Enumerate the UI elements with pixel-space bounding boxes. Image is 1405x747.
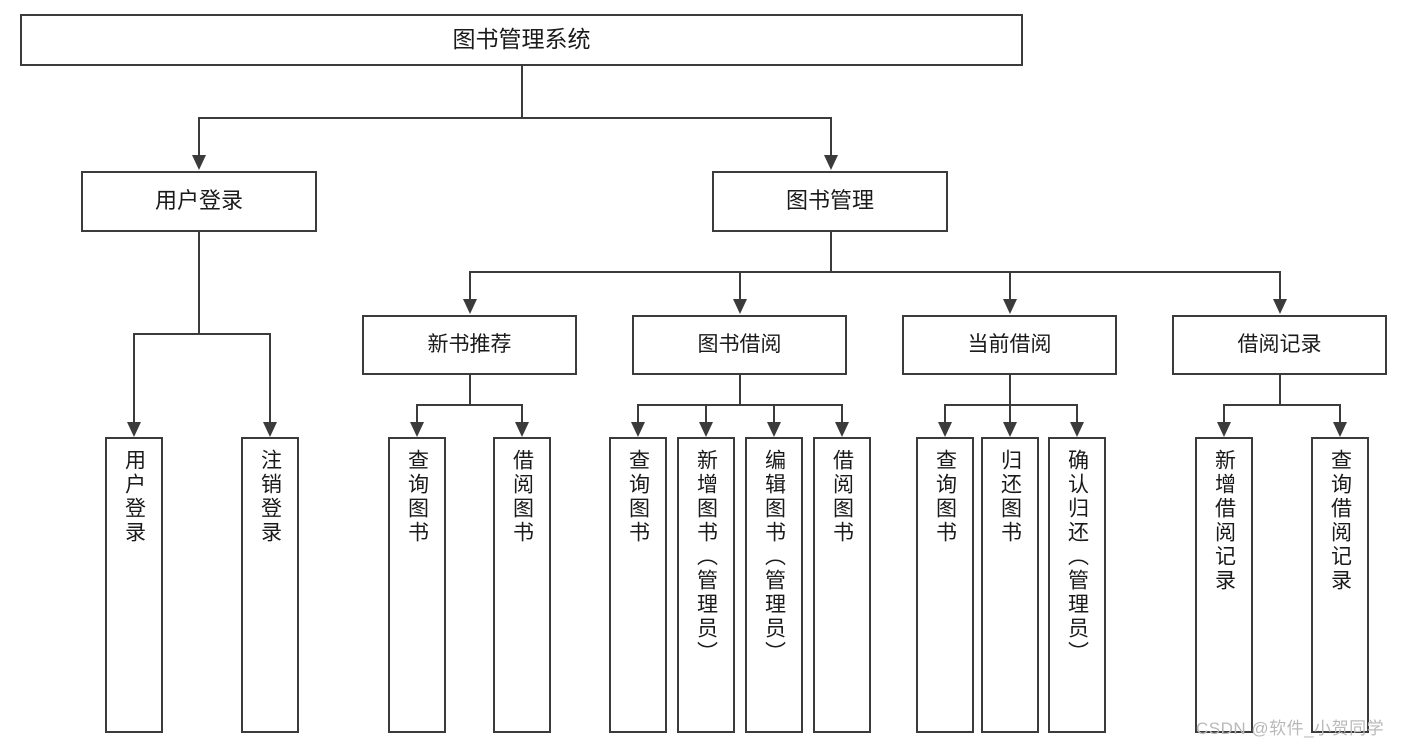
connector-current-borrow-bus bbox=[944, 404, 1078, 406]
node-label: 确认归还（管理员） bbox=[1065, 449, 1089, 665]
connector-bb-to-leaf-1 bbox=[637, 404, 639, 423]
node-label: 借阅记录 bbox=[1237, 333, 1322, 357]
node-label: 用户登录 bbox=[122, 449, 146, 545]
leaf-logout[interactable]: 注销登录 bbox=[241, 437, 299, 733]
connector-borrow-record-bus bbox=[1223, 404, 1341, 406]
connector-new-book-trunk bbox=[469, 375, 471, 405]
arrow-to-new-book-recommend bbox=[463, 299, 477, 314]
node-label: 新增图书（管理员） bbox=[694, 449, 718, 665]
connector-book-borrow-trunk bbox=[739, 375, 741, 405]
arrow-to-leaf-query-book-cb bbox=[938, 422, 952, 437]
connector-bm-to-current-borrow bbox=[1009, 271, 1011, 300]
connector-br-to-leaf-1 bbox=[1223, 404, 1225, 423]
leaf-add-borrow-record[interactable]: 新增借阅记录 bbox=[1195, 437, 1253, 733]
arrow-to-book-management bbox=[824, 155, 838, 170]
leaf-confirm-return-admin[interactable]: 确认归还（管理员） bbox=[1048, 437, 1106, 733]
arrow-to-leaf-user-login bbox=[127, 422, 141, 437]
leaf-query-book-current[interactable]: 查询图书 bbox=[916, 437, 974, 733]
node-label: 图书借阅 bbox=[697, 333, 782, 357]
connector-cb-to-leaf-3 bbox=[1076, 404, 1078, 423]
connector-br-to-leaf-2 bbox=[1339, 404, 1341, 423]
node-user-login[interactable]: 用户登录 bbox=[81, 171, 317, 232]
node-label: 查询图书 bbox=[405, 449, 429, 545]
node-label: 借阅图书 bbox=[830, 449, 854, 545]
connector-book-borrow-bus bbox=[637, 404, 843, 406]
connector-cb-to-leaf-1 bbox=[944, 404, 946, 423]
node-label: 图书管理系统 bbox=[452, 26, 591, 53]
connector-bb-to-leaf-2 bbox=[705, 404, 707, 423]
node-label: 借阅图书 bbox=[510, 449, 534, 545]
connector-root-bus bbox=[198, 117, 832, 119]
node-label: 查询借阅记录 bbox=[1328, 449, 1352, 593]
node-label: 注销登录 bbox=[258, 449, 282, 545]
arrow-to-leaf-borrow-book-nb bbox=[515, 422, 529, 437]
connector-nb-to-leaf-2 bbox=[521, 404, 523, 423]
leaf-edit-book-admin[interactable]: 编辑图书（管理员） bbox=[745, 437, 803, 733]
connector-user-login-to-leaf-1 bbox=[133, 333, 135, 423]
arrow-to-leaf-add-record bbox=[1217, 422, 1231, 437]
arrow-to-current-borrow bbox=[1003, 299, 1017, 314]
leaf-borrow-book[interactable]: 借阅图书 bbox=[813, 437, 871, 733]
leaf-add-book-admin[interactable]: 新增图书（管理员） bbox=[677, 437, 735, 733]
node-book-management[interactable]: 图书管理 bbox=[712, 171, 948, 232]
leaf-query-borrow-record[interactable]: 查询借阅记录 bbox=[1311, 437, 1369, 733]
connector-bb-to-leaf-3 bbox=[773, 404, 775, 423]
arrow-to-leaf-add-book bbox=[699, 422, 713, 437]
arrow-to-leaf-logout bbox=[263, 422, 277, 437]
connector-user-login-bus bbox=[133, 333, 271, 335]
arrow-to-leaf-edit-book bbox=[767, 422, 781, 437]
arrow-to-borrow-record bbox=[1273, 299, 1287, 314]
leaf-borrow-book-new-recommend[interactable]: 借阅图书 bbox=[493, 437, 551, 733]
arrow-to-leaf-query-record bbox=[1333, 422, 1347, 437]
node-label: 图书管理 bbox=[785, 188, 874, 214]
node-label: 查询图书 bbox=[626, 449, 650, 545]
node-label: 新增借阅记录 bbox=[1212, 449, 1236, 593]
connector-bm-to-borrow-record bbox=[1279, 271, 1281, 300]
node-root-book-management-system[interactable]: 图书管理系统 bbox=[20, 14, 1023, 66]
connector-root-to-user-login bbox=[198, 117, 200, 156]
leaf-return-book[interactable]: 归还图书 bbox=[981, 437, 1039, 733]
arrow-to-leaf-confirm-return bbox=[1070, 422, 1084, 437]
node-new-book-recommend[interactable]: 新书推荐 bbox=[362, 315, 577, 375]
connector-user-login-trunk bbox=[198, 232, 200, 334]
node-book-borrow[interactable]: 图书借阅 bbox=[632, 315, 847, 375]
connector-book-management-bus bbox=[469, 271, 1281, 273]
arrow-to-leaf-query-book-nb bbox=[410, 422, 424, 437]
node-label: 归还图书 bbox=[998, 449, 1022, 545]
leaf-query-book-borrow[interactable]: 查询图书 bbox=[609, 437, 667, 733]
arrow-to-leaf-query-book-bb bbox=[631, 422, 645, 437]
connector-bm-to-new-book bbox=[469, 271, 471, 300]
connector-book-management-trunk bbox=[830, 232, 832, 272]
leaf-user-login[interactable]: 用户登录 bbox=[105, 437, 163, 733]
connector-current-borrow-trunk bbox=[1009, 375, 1011, 405]
node-label: 用户登录 bbox=[154, 188, 243, 214]
connector-user-login-to-leaf-2 bbox=[269, 333, 271, 423]
connector-new-book-bus bbox=[416, 404, 523, 406]
arrow-to-leaf-borrow-book-bb bbox=[835, 422, 849, 437]
connector-bb-to-leaf-4 bbox=[841, 404, 843, 423]
connector-nb-to-leaf-1 bbox=[416, 404, 418, 423]
node-borrow-record[interactable]: 借阅记录 bbox=[1172, 315, 1387, 375]
connector-root-to-book-management bbox=[830, 117, 832, 156]
arrow-to-leaf-return-book bbox=[1003, 422, 1017, 437]
node-label: 编辑图书（管理员） bbox=[762, 449, 786, 665]
csdn-watermark: CSDN @软件_小贺同学 bbox=[1196, 719, 1385, 738]
node-label: 新书推荐 bbox=[427, 333, 512, 357]
node-label: 查询图书 bbox=[933, 449, 957, 545]
node-label: 当前借阅 bbox=[967, 333, 1052, 357]
arrow-to-book-borrow bbox=[733, 299, 747, 314]
connector-cb-to-leaf-2 bbox=[1009, 404, 1011, 423]
node-current-borrow[interactable]: 当前借阅 bbox=[902, 315, 1117, 375]
leaf-query-book-new-recommend[interactable]: 查询图书 bbox=[388, 437, 446, 733]
connector-bm-to-book-borrow bbox=[739, 271, 741, 300]
arrow-to-user-login bbox=[192, 155, 206, 170]
connector-root-trunk bbox=[521, 66, 523, 118]
connector-borrow-record-trunk bbox=[1279, 375, 1281, 405]
